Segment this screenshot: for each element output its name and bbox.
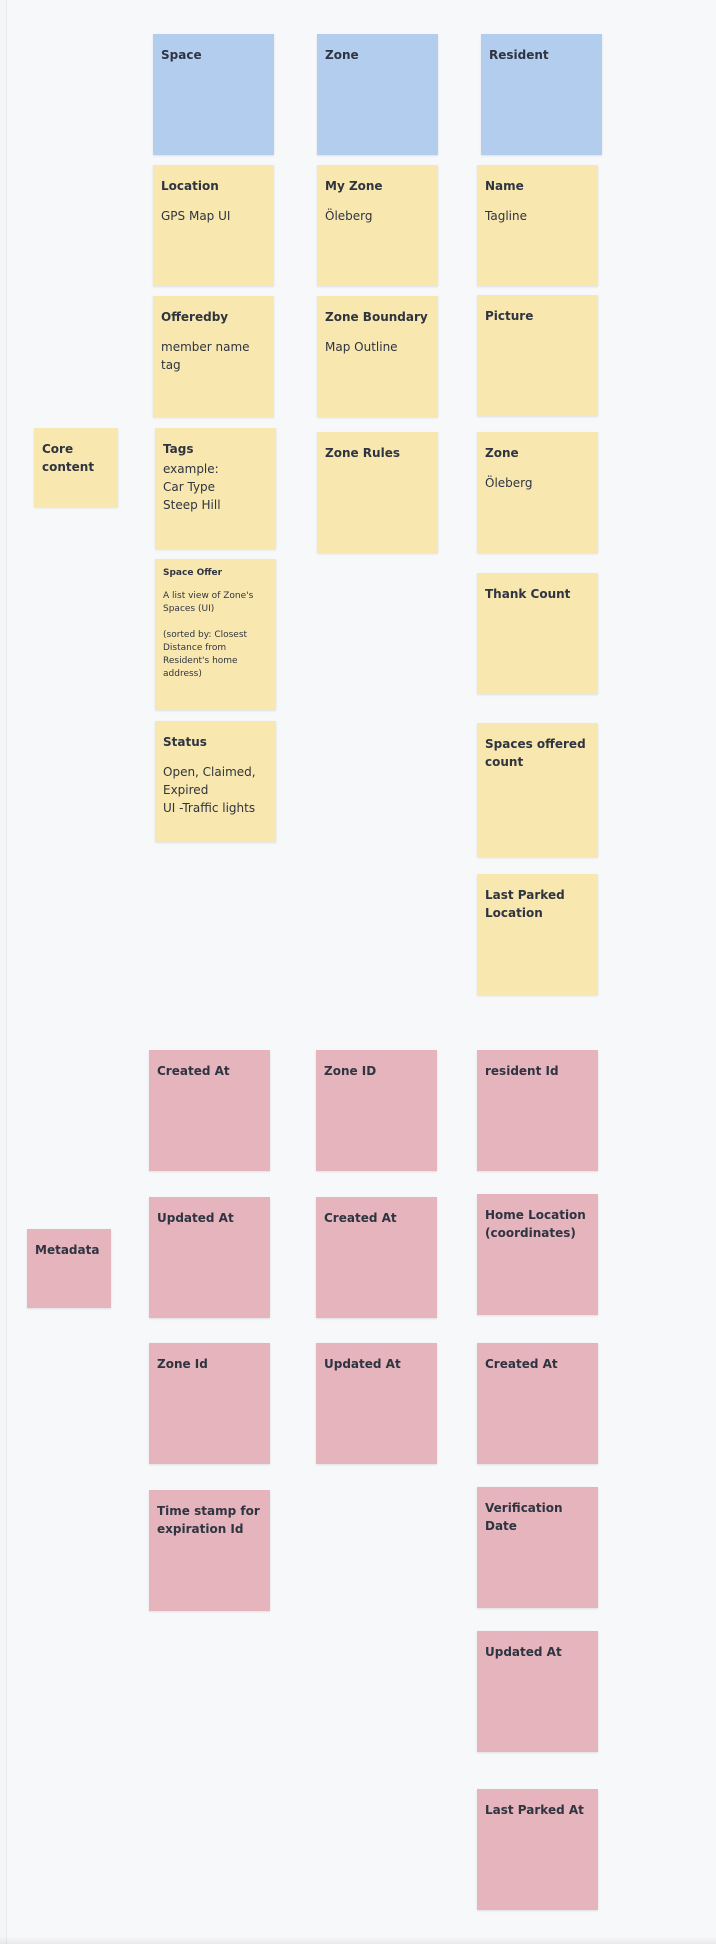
- note-title: Zone: [485, 446, 519, 460]
- header-zone-title: Zone: [325, 48, 359, 62]
- space-location-note[interactable]: Location GPS Map UI: [153, 165, 274, 286]
- note-title: Updated At: [324, 1357, 401, 1371]
- resident-home-location-note[interactable]: Home Location (coordinates): [477, 1194, 598, 1315]
- note-title: Status: [163, 735, 207, 749]
- header-space-note[interactable]: Space: [153, 34, 274, 155]
- resident-last-parked-at-note[interactable]: Last Parked At: [477, 1789, 598, 1910]
- zone-created-at-note[interactable]: Created At: [316, 1197, 437, 1318]
- note-title: Created At: [157, 1064, 230, 1078]
- zone-rules-note[interactable]: Zone Rules: [317, 432, 438, 553]
- resident-zone-note[interactable]: Zone Öleberg: [477, 432, 598, 553]
- resident-name-note[interactable]: Name Tagline: [477, 165, 598, 286]
- note-title: Picture: [485, 309, 534, 323]
- header-resident-note[interactable]: Resident: [481, 34, 602, 155]
- group-metadata-title: Metadata: [35, 1243, 100, 1257]
- note-title: Created At: [485, 1357, 558, 1371]
- note-body: GPS Map UI: [161, 209, 231, 223]
- whiteboard-canvas[interactable]: [6, 0, 716, 1944]
- zone-id-note[interactable]: Zone ID: [316, 1050, 437, 1171]
- resident-id-note[interactable]: resident Id: [477, 1050, 598, 1171]
- note-body: Öleberg: [325, 209, 373, 223]
- note-title: Location: [161, 179, 219, 193]
- note-body: example: Car Type Steep Hill: [163, 462, 221, 512]
- header-space-title: Space: [161, 48, 202, 62]
- note-title: Zone Boundary: [325, 310, 428, 324]
- header-resident-title: Resident: [489, 48, 549, 62]
- note-body: Open, Claimed, Expired UI -Traffic light…: [163, 765, 256, 815]
- note-body: Tagline: [485, 209, 527, 223]
- space-created-at-note[interactable]: Created At: [149, 1050, 270, 1171]
- note-title: Zone ID: [324, 1064, 377, 1078]
- zone-my-zone-note[interactable]: My Zone Öleberg: [317, 165, 438, 286]
- canvas-bottom-edge: [0, 1936, 716, 1944]
- note-title: Last Parked Location: [485, 888, 565, 920]
- group-core-content-title: Core content: [42, 442, 95, 474]
- resident-verification-date-note[interactable]: Verification Date: [477, 1487, 598, 1608]
- note-title: Created At: [324, 1211, 397, 1225]
- note-title: resident Id: [485, 1064, 559, 1078]
- note-title: Space Offer: [163, 568, 223, 578]
- resident-picture-note[interactable]: Picture: [477, 295, 598, 416]
- note-body: A list view of Zone's Spaces (UI) (sorte…: [163, 591, 254, 679]
- note-title: Tags: [163, 442, 194, 456]
- space-offer-note[interactable]: Space Offer A list view of Zone's Spaces…: [155, 559, 276, 710]
- note-body: Map Outline: [325, 340, 398, 354]
- note-title: Time stamp for expiration Id: [157, 1504, 260, 1536]
- resident-last-parked-location-note[interactable]: Last Parked Location: [477, 874, 598, 995]
- note-title: Zone Id: [157, 1357, 208, 1371]
- note-title: Home Location (coordinates): [485, 1208, 586, 1240]
- note-title: Spaces offered count: [485, 737, 586, 769]
- note-title: Zone Rules: [325, 446, 400, 460]
- zone-boundary-note[interactable]: Zone Boundary Map Outline: [317, 296, 438, 417]
- group-metadata-note[interactable]: Metadata: [27, 1229, 111, 1308]
- space-tags-note[interactable]: Tags example: Car Type Steep Hill: [155, 428, 276, 549]
- space-timestamp-expiration-note[interactable]: Time stamp for expiration Id: [149, 1490, 270, 1611]
- note-title: My Zone: [325, 179, 383, 193]
- zone-updated-at-note[interactable]: Updated At: [316, 1343, 437, 1464]
- space-status-note[interactable]: Status Open, Claimed, Expired UI -Traffi…: [155, 721, 276, 842]
- resident-updated-at-note[interactable]: Updated At: [477, 1631, 598, 1752]
- note-body: member name tag: [161, 340, 250, 372]
- note-title: Verification Date: [485, 1501, 563, 1533]
- space-offeredby-note[interactable]: Offeredby member name tag: [153, 296, 274, 417]
- resident-created-at-note[interactable]: Created At: [477, 1343, 598, 1464]
- resident-spaces-offered-count-note[interactable]: Spaces offered count: [477, 723, 598, 857]
- space-updated-at-note[interactable]: Updated At: [149, 1197, 270, 1318]
- space-zone-id-note[interactable]: Zone Id: [149, 1343, 270, 1464]
- note-title: Updated At: [485, 1645, 562, 1659]
- group-core-content-note[interactable]: Core content: [34, 428, 118, 507]
- resident-thank-count-note[interactable]: Thank Count: [477, 573, 598, 694]
- note-title: Name: [485, 179, 524, 193]
- note-title: Last Parked At: [485, 1803, 584, 1817]
- note-title: Thank Count: [485, 587, 571, 601]
- note-title: Offeredby: [161, 310, 229, 324]
- note-body: Öleberg: [485, 476, 533, 490]
- note-title: Updated At: [157, 1211, 234, 1225]
- header-zone-note[interactable]: Zone: [317, 34, 438, 155]
